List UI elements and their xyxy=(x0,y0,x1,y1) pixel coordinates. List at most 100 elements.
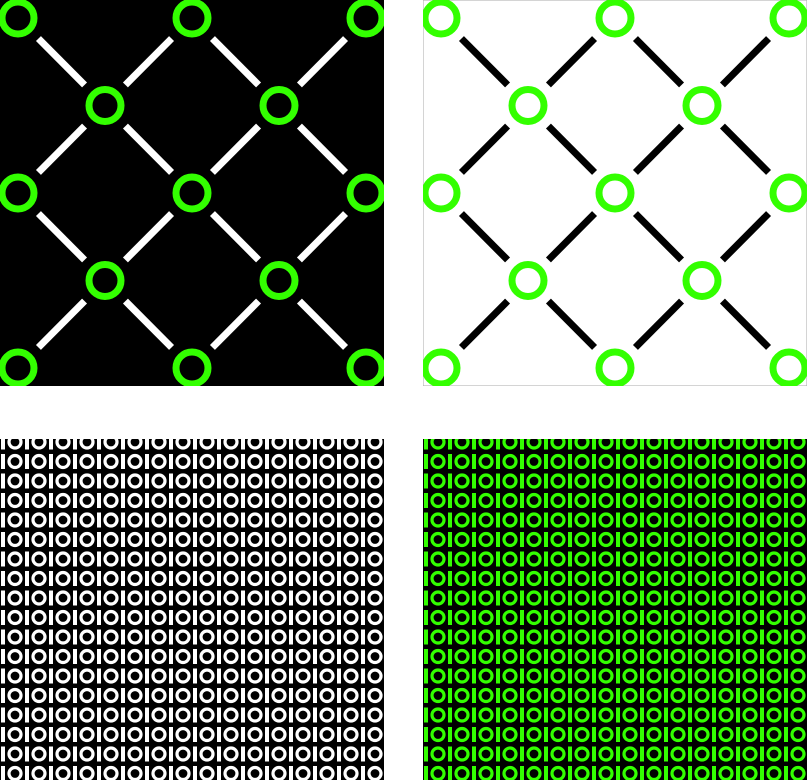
glyph-bar xyxy=(472,746,476,762)
glyph-ring xyxy=(502,609,518,626)
glyph-ring xyxy=(367,570,383,587)
glyph-ring xyxy=(622,570,638,587)
glyph-bar xyxy=(25,532,29,547)
glyph-bar xyxy=(760,551,764,567)
pattern-row xyxy=(1,492,383,509)
glyph-bar xyxy=(760,629,764,645)
glyph-bar xyxy=(640,610,644,625)
glyph-ring xyxy=(550,570,566,587)
glyph-bar xyxy=(592,473,596,489)
lattice-graphic xyxy=(423,0,807,386)
glyph-bar xyxy=(145,668,149,684)
glyph-bar xyxy=(496,551,500,567)
glyph-bar xyxy=(25,571,29,586)
glyph-ring xyxy=(127,453,143,470)
glyph-ring xyxy=(127,668,143,684)
glyph-ring xyxy=(718,687,734,704)
glyph-bar xyxy=(472,610,476,625)
glyph-ring xyxy=(718,726,734,743)
glyph-bar xyxy=(448,746,452,762)
glyph-bar xyxy=(265,493,269,508)
glyph-bar xyxy=(712,746,716,762)
glyph-bar xyxy=(25,766,29,780)
glyph-bar xyxy=(1,493,5,508)
glyph-ring xyxy=(430,648,446,665)
glyph-ring xyxy=(694,629,710,645)
glyph-bar xyxy=(241,454,245,469)
glyph-bar xyxy=(241,551,245,567)
glyph-bar xyxy=(640,532,644,547)
glyph-bar xyxy=(25,688,29,703)
glyph-bar xyxy=(472,707,476,723)
glyph-ring xyxy=(223,726,239,743)
glyph-ring xyxy=(766,687,782,704)
glyph-bar xyxy=(784,649,788,664)
glyph-bar xyxy=(640,746,644,762)
pattern-row xyxy=(424,668,806,684)
glyph-ring xyxy=(598,492,614,509)
glyph-ring xyxy=(502,570,518,587)
lattice-node xyxy=(0,0,38,38)
glyph-ring xyxy=(367,551,383,567)
glyph-ring xyxy=(223,746,239,762)
glyph-ring xyxy=(646,726,662,743)
glyph-bar xyxy=(265,649,269,664)
glyph-bar xyxy=(241,512,245,528)
glyph-ring xyxy=(670,668,686,684)
glyph-ring xyxy=(502,453,518,470)
glyph-bar xyxy=(496,590,500,606)
glyph-bar xyxy=(736,590,740,606)
glyph-bar xyxy=(121,532,125,547)
glyph-bar xyxy=(640,551,644,567)
glyph-ring xyxy=(454,512,470,528)
glyph-ring xyxy=(199,648,215,665)
glyph-bar xyxy=(25,707,29,723)
glyph-bar xyxy=(472,688,476,703)
glyph-ring xyxy=(295,629,311,645)
glyph-bar xyxy=(592,532,596,547)
glyph-bar xyxy=(448,454,452,469)
glyph-bar xyxy=(616,688,620,703)
glyph-ring xyxy=(151,746,167,762)
glyph-ring xyxy=(766,746,782,762)
glyph-bar xyxy=(361,668,365,684)
glyph-bar xyxy=(592,727,596,742)
glyph-bar xyxy=(241,668,245,684)
glyph-bar xyxy=(568,571,572,586)
glyph-ring xyxy=(247,629,263,645)
glyph-ring xyxy=(127,512,143,528)
glyph-bar xyxy=(217,688,221,703)
glyph-bar xyxy=(520,688,524,703)
glyph-ring xyxy=(718,531,734,548)
glyph-ring xyxy=(790,453,806,470)
pattern-row xyxy=(1,609,383,626)
glyph-bar xyxy=(496,610,500,625)
glyph-ring xyxy=(478,512,494,528)
glyph-ring xyxy=(766,609,782,626)
glyph-bar xyxy=(289,746,293,762)
glyph-bar xyxy=(496,439,500,450)
glyph-ring xyxy=(7,707,23,723)
pattern-row xyxy=(424,570,806,587)
glyph-ring xyxy=(622,439,638,450)
glyph-bar xyxy=(169,629,173,645)
glyph-ring xyxy=(478,590,494,606)
glyph-ring xyxy=(199,707,215,723)
glyph-bar xyxy=(448,493,452,508)
glyph-bar xyxy=(568,629,572,645)
glyph-ring xyxy=(247,668,263,684)
glyph-ring xyxy=(718,453,734,470)
glyph-bar xyxy=(784,610,788,625)
glyph-bar xyxy=(49,629,53,645)
glyph-bar xyxy=(640,629,644,645)
glyph-bar xyxy=(49,551,53,567)
glyph-ring xyxy=(430,746,446,762)
glyph-bar xyxy=(616,473,620,489)
glyph-bar xyxy=(496,746,500,762)
glyph-ring xyxy=(550,453,566,470)
glyph-bar xyxy=(361,766,365,780)
glyph-bar xyxy=(712,629,716,645)
glyph-ring xyxy=(223,512,239,528)
glyph-bar xyxy=(97,473,101,489)
glyph-bar xyxy=(337,439,341,450)
